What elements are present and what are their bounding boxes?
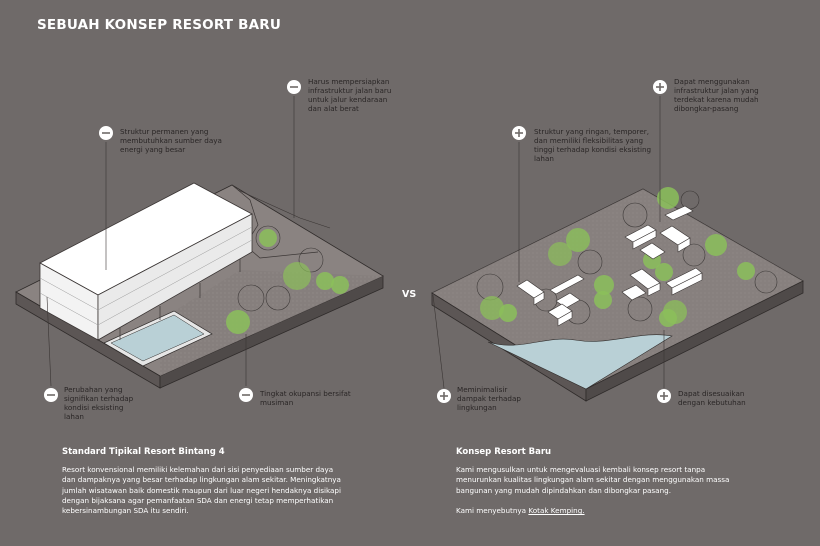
plus-icon-struktur bbox=[512, 126, 526, 140]
left-section-title: Standard Tipikal Resort Bintang 4 bbox=[62, 447, 225, 457]
plus-icon-kebutuhan bbox=[657, 389, 671, 403]
conventional-resort-building bbox=[39, 182, 253, 341]
page-title: SEBUAH KONSEP RESORT BARU bbox=[37, 17, 282, 33]
right-section-title: Konsep Resort Baru bbox=[456, 447, 552, 457]
annotation-right-struktur: Struktur yang ringan, temporer, dan memi… bbox=[534, 127, 652, 163]
annotation-right-dampak: Meminimalisir dampak terhadap lingkungan bbox=[457, 385, 521, 412]
right-site-plan bbox=[431, 96, 804, 402]
right-body-text: Kami mengusulkan untuk mengevaluasi kemb… bbox=[456, 465, 730, 495]
right-tagline: Kami menyebutnya Kotak Kemping. bbox=[456, 506, 731, 516]
plus-icon-dampak bbox=[437, 389, 451, 403]
minus-icon-okupansi bbox=[239, 388, 253, 402]
kotak-kemping-units bbox=[516, 205, 703, 327]
annotation-left-perubahan: Perubahan yang signifikan terhadap kondi… bbox=[64, 385, 134, 421]
kotak-kemping-link[interactable]: Kotak Kemping. bbox=[528, 506, 585, 515]
annotation-right-kebutuhan: Dapat disesuaikan dengan kebutuhan bbox=[678, 389, 746, 407]
minus-icon-struktur bbox=[99, 126, 113, 140]
left-body-text: Resort konvensional memiliki kelemahan d… bbox=[62, 465, 341, 516]
left-trees bbox=[226, 225, 349, 334]
annotation-right-infrastruktur: Dapat menggunakan infrastruktur jalan ya… bbox=[674, 77, 759, 113]
vs-label: VS bbox=[402, 289, 417, 300]
annotation-left-okupansi: Tingkat okupansi bersifat musiman bbox=[260, 389, 351, 407]
minus-icon-perubahan bbox=[44, 388, 58, 402]
plus-icon-infrastruktur bbox=[653, 80, 667, 94]
minus-icon-infrastruktur bbox=[287, 80, 301, 94]
annotation-left-struktur: Struktur permanen yang membutuhkan sumbe… bbox=[120, 127, 222, 154]
annotation-left-infrastruktur: Harus mempersiapkan infrastruktur jalan … bbox=[308, 77, 392, 113]
left-site-plan bbox=[15, 96, 384, 389]
tagline-intro: Kami menyebutnya bbox=[456, 506, 527, 515]
